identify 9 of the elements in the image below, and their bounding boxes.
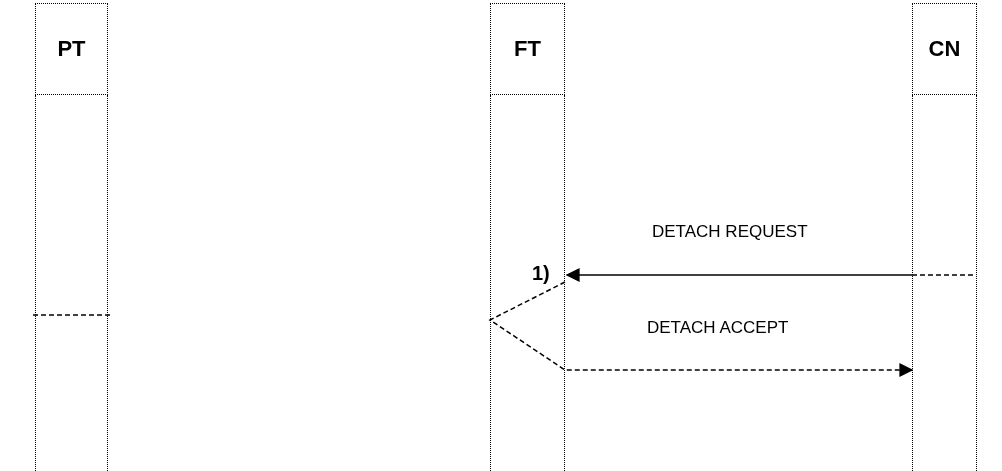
lifeline bbox=[912, 95, 977, 471]
step-number: 1) bbox=[530, 262, 552, 285]
arrow bbox=[488, 281, 914, 377]
lifeline bbox=[35, 95, 108, 471]
lifeline-header: CN bbox=[912, 3, 977, 95]
lifeline-header: PT bbox=[35, 3, 108, 95]
lifeline-header: FT bbox=[490, 3, 565, 95]
arrow bbox=[565, 268, 913, 282]
edge-label: DETACH REQUEST bbox=[650, 222, 810, 242]
